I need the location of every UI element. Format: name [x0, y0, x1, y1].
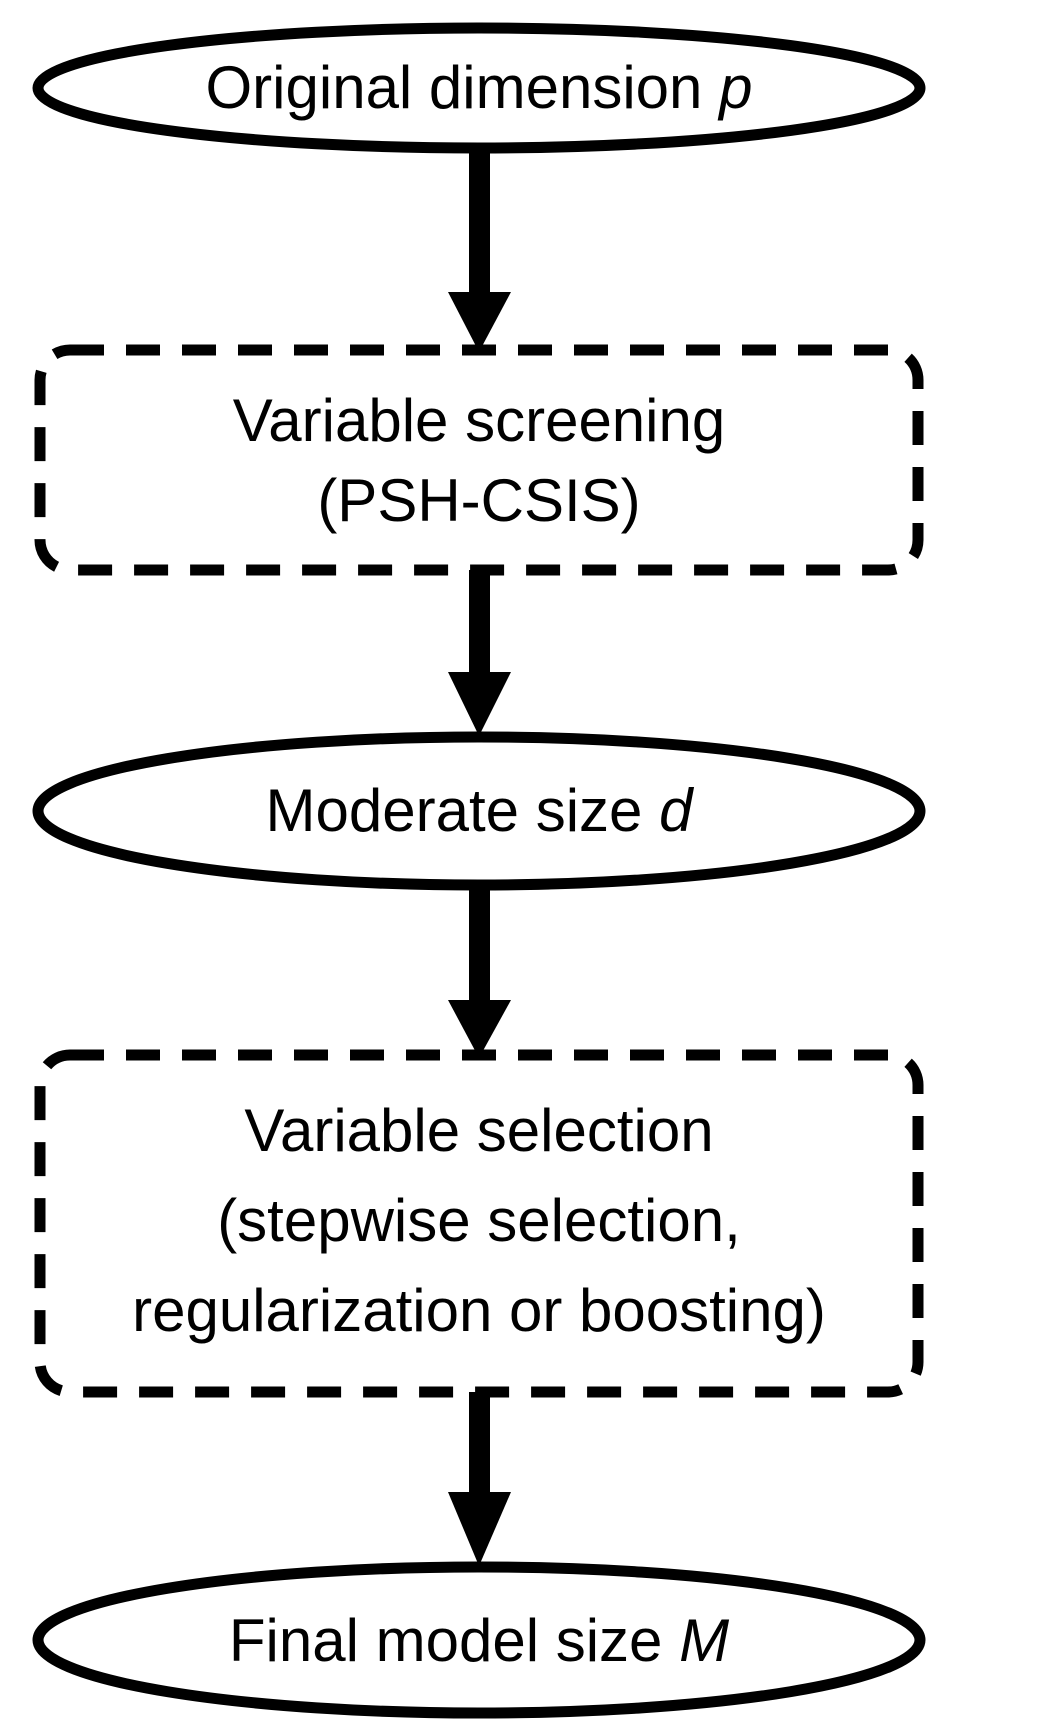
node-variable-selection[interactable]: Variable selection (stepwise selection, …	[34, 1049, 924, 1398]
edge-3-arrow	[448, 885, 511, 1058]
node-moderate-size[interactable]: Moderate size d	[32, 731, 926, 891]
edge-2-arrow	[448, 570, 511, 736]
node-symbol: M	[679, 1607, 729, 1674]
node-variable-screening[interactable]: Variable screening (PSH-CSIS)	[34, 344, 924, 576]
node-label-variable-selection-line3: regularization or boosting)	[132, 1277, 826, 1344]
dashed-rounded-rect-shape	[34, 344, 924, 576]
node-symbol: d	[659, 777, 694, 844]
node-label-variable-selection-line1: Variable selection	[244, 1097, 713, 1164]
node-label-line: Final model size	[229, 1607, 679, 1674]
arrow-shaft	[469, 570, 490, 688]
node-label-original-dimension: Original dimension p	[206, 54, 753, 121]
arrow-shaft	[469, 148, 490, 308]
node-final-model-size[interactable]: Final model size M	[32, 1561, 926, 1719]
node-label-moderate-size: Moderate size d	[266, 777, 695, 844]
node-original-dimension[interactable]: Original dimension p	[32, 22, 926, 154]
edge-4-arrow	[448, 1392, 511, 1566]
arrow-head	[448, 1000, 511, 1058]
arrow-head	[448, 1492, 511, 1566]
arrow-head	[448, 292, 511, 352]
arrow-head	[448, 672, 511, 736]
arrow-shaft	[469, 1392, 490, 1507]
node-label-final-model-size: Final model size M	[229, 1607, 729, 1674]
ellipse-shape	[32, 1561, 926, 1719]
node-label-variable-selection-line2: (stepwise selection,	[217, 1187, 741, 1254]
node-label-line: Moderate size	[266, 777, 660, 844]
node-label-variable-screening-line1: Variable screening	[233, 387, 726, 454]
edge-1-arrow	[448, 148, 511, 352]
arrow-shaft	[469, 885, 490, 1015]
node-label-variable-screening-line2: (PSH-CSIS)	[317, 467, 640, 534]
node-label-line: Original dimension	[206, 54, 720, 121]
node-symbol: p	[717, 54, 752, 121]
